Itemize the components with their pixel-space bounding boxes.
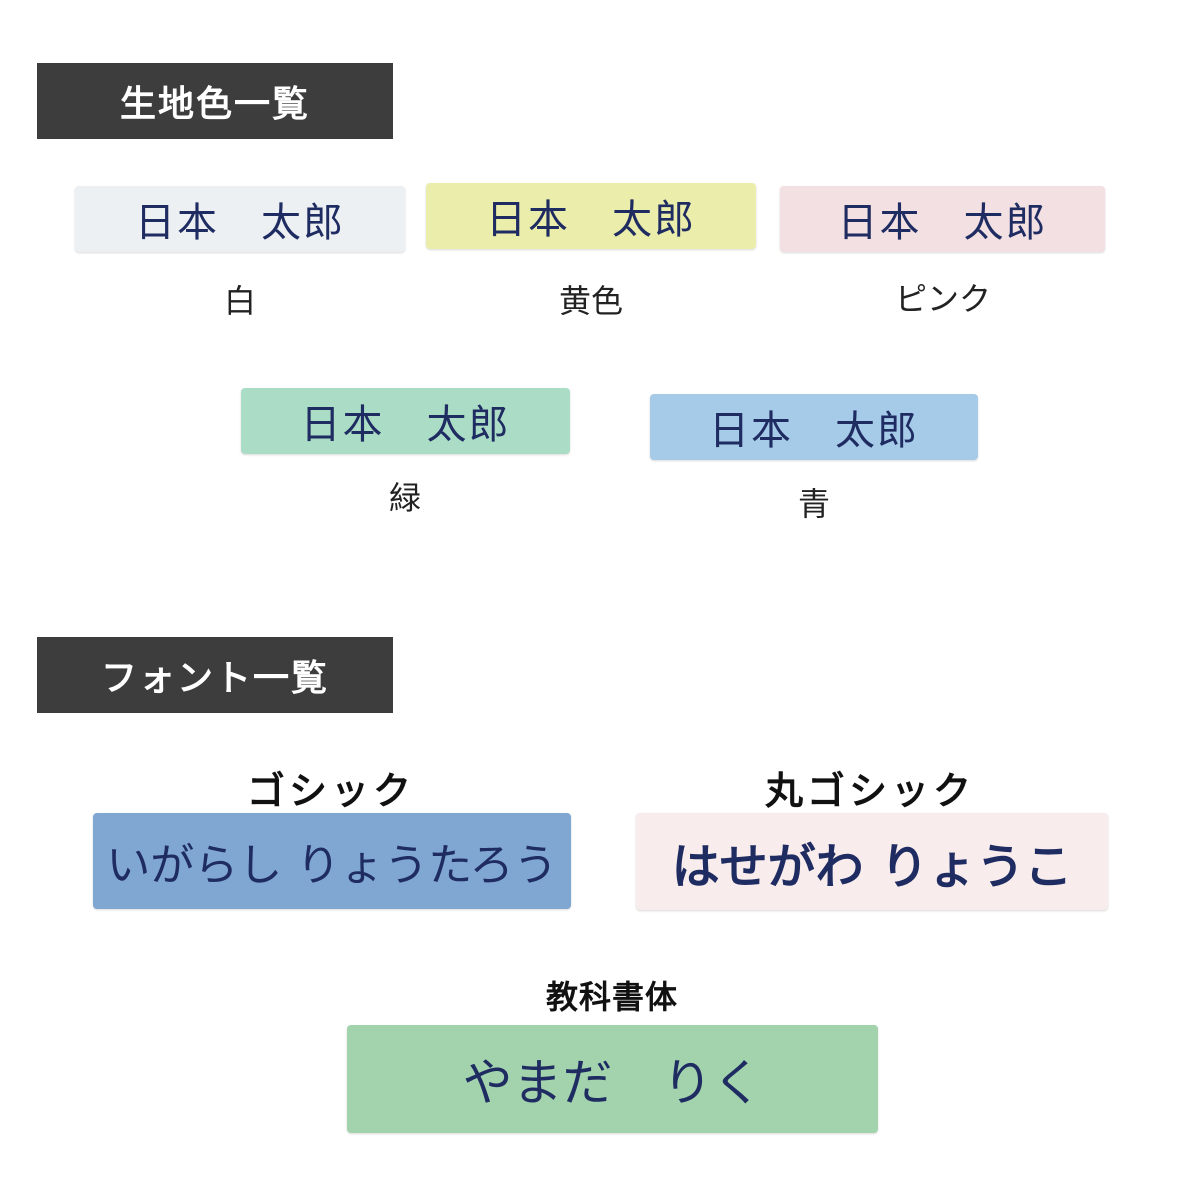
swatch-label-blue: 青 — [797, 485, 831, 523]
swatch-blue: 日本 太郎 — [650, 394, 978, 460]
swatch-label-green: 緑 — [388, 479, 422, 517]
font-sample-gothic: いがらし りょうたろう — [93, 813, 571, 909]
font-name-maru-gothic: 丸ゴシック — [764, 769, 976, 813]
swatch-pink: 日本 太郎 — [780, 186, 1105, 252]
swatch-green: 日本 太郎 — [241, 388, 570, 454]
colors-section-title: 生地色一覧 — [37, 63, 393, 139]
font-sample-kyokasho: やまだ りく — [347, 1025, 878, 1133]
swatch-white: 日本 太郎 — [75, 186, 405, 252]
fonts-section-title: フォント一覧 — [37, 637, 393, 713]
swatch-yellow: 日本 太郎 — [426, 183, 756, 249]
swatch-label-pink: ピンク — [894, 280, 992, 318]
swatch-label-white: 白 — [223, 282, 257, 320]
font-name-gothic: ゴシック — [246, 769, 416, 813]
font-name-kyokasho: 教科書体 — [545, 978, 679, 1016]
swatch-label-yellow: 黄色 — [558, 282, 624, 320]
font-sample-maru-gothic: はせがわ りょうこ — [636, 813, 1108, 910]
